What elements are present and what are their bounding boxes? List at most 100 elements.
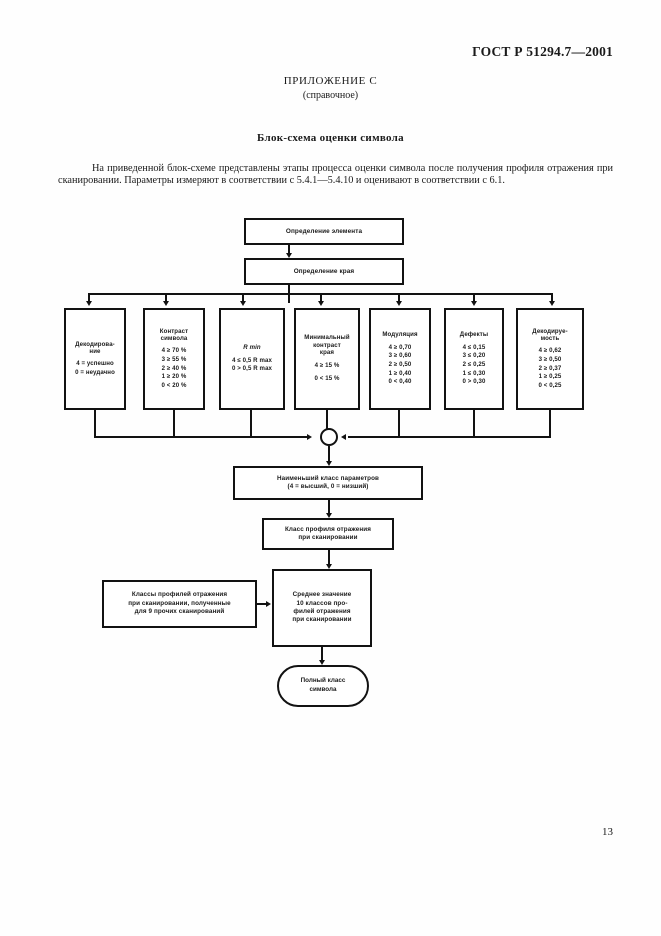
node-title-line: символа (160, 335, 188, 343)
connector-line (242, 293, 244, 303)
node-row: 3 ≥ 0,60 (388, 352, 412, 360)
connector-line (320, 293, 322, 303)
node-row: 2 ≥ 40 % (161, 364, 187, 372)
connector-arrow (285, 253, 292, 258)
node-title-line: ние (89, 347, 101, 355)
connector-line (288, 245, 290, 255)
node-defects: Дефекты 4 ≤ 0,15 3 ≤ 0,20 2 ≤ 0,25 1 ≤ 0… (444, 308, 504, 410)
node-final-symbol-class: Полный класс символа (277, 665, 369, 707)
connector-arrow (85, 301, 92, 306)
node-row: 3 ≥ 0,50 (538, 356, 562, 364)
node-row: 1 ≥ 0,25 (538, 373, 562, 381)
standard-code: ГОСТ Р 51294.7—2001 (472, 44, 613, 59)
annex-kind: (справочное) (302, 90, 359, 101)
connector-arrow (548, 301, 555, 306)
annex-label: ПРИЛОЖЕНИЕ С (283, 75, 378, 87)
node-row: 4 ≥ 0,62 (538, 347, 562, 355)
node-title-line: Декодируе- (532, 327, 568, 335)
node-title-line: Среднее значение (292, 591, 352, 599)
node-row: 2 ≤ 0,25 (462, 360, 486, 368)
node-title-line: мость (540, 335, 560, 343)
node-title-line: контраст (313, 341, 341, 349)
section-title: Блок-схема оценки символа (257, 132, 404, 144)
connector-line (88, 293, 90, 303)
node-row: 0 < 0,25 (538, 381, 562, 389)
node-row: 0 = неудачно (75, 368, 115, 376)
connector-arrow (341, 433, 346, 440)
node-label: Определение края (293, 267, 355, 275)
node-row: 0 < 0,40 (388, 378, 412, 386)
node-title-line: Дефекты (459, 331, 489, 339)
node-decoding: Декодирова- ние 4 = успешно 0 = неудачно (64, 308, 126, 410)
connector-line (398, 410, 400, 438)
connector-arrow (317, 301, 324, 306)
node-title-line: 10 классов про- (296, 599, 348, 607)
connector-line (257, 603, 267, 605)
node-title-line: Полный класс (300, 677, 346, 685)
connector-line (549, 410, 551, 438)
connector-arrow (239, 301, 246, 306)
node-title-line: (4 = высший, 0 = низший) (287, 483, 369, 490)
node-title-line: края (319, 349, 335, 357)
node-title-line: Модуляция (382, 331, 418, 339)
node-row: 3 ≤ 0,20 (462, 352, 486, 360)
node-title-line: для 9 прочих сканирований (134, 608, 225, 616)
connector-arrow (318, 660, 325, 665)
collector-bus-left (94, 436, 308, 438)
connector-arrow (162, 301, 169, 306)
node-title-line: Наименьший класс параметров (276, 474, 380, 482)
node-row: 0 > 0,30 (462, 378, 486, 386)
node-min-edge-contrast: Минимальный контраст края 4 ≥ 15 % 0 < 1… (294, 308, 360, 410)
node-title-line: при сканировании, полученные (128, 599, 231, 607)
connector-arrow (470, 301, 477, 306)
node-row: 4 ≥ 0,70 (388, 343, 412, 351)
connector-arrow (325, 513, 332, 518)
connector-line (328, 550, 330, 567)
node-title-line: при сканировании (298, 534, 358, 541)
page-number: 13 (602, 826, 613, 838)
node-title-line: Декодирова- (75, 340, 115, 348)
node-row: 4 = успешно (76, 360, 114, 368)
node-title-line: Контраст (159, 327, 189, 335)
node-row: 1 ≥ 0,40 (388, 369, 412, 377)
node-title-line: Класс профиля отражения (284, 525, 372, 533)
node-title-line: Классы профилей отражения (131, 591, 228, 599)
node-element-determination: Определение элемента (244, 218, 404, 245)
connector-arrow (266, 600, 271, 607)
node-row: 4 ≤ 0,5 R max (232, 356, 272, 364)
node-title-line: Минимальный (304, 334, 350, 342)
connector-arrow (325, 461, 332, 466)
node-row: 0 < 20 % (161, 381, 187, 389)
node-row: 2 ≥ 0,37 (538, 364, 562, 372)
node-symbol-contrast: Контраст символа 4 ≥ 70 % 3 ≥ 55 % 2 ≥ 4… (143, 308, 205, 410)
node-title-line: при сканировании (292, 616, 352, 624)
connector-line (398, 293, 400, 303)
intro-paragraph: На приведенной блок-схеме представлены э… (58, 163, 613, 186)
node-label: Определение элемента (285, 227, 363, 235)
node-row: 3 ≥ 55 % (161, 356, 187, 364)
connector-line (473, 293, 475, 303)
connector-line (551, 293, 553, 303)
merge-junction (320, 428, 338, 446)
node-row: 0 > 0,5 R max (231, 365, 273, 373)
connector-line (321, 647, 323, 663)
connector-arrow (325, 564, 332, 569)
node-row: 4 ≥ 15 % (314, 361, 340, 369)
node-row: 2 ≥ 0,50 (388, 360, 412, 368)
connector-line (250, 410, 252, 438)
node-row: 1 ≤ 0,30 (462, 369, 486, 377)
connector-arrow (395, 301, 402, 306)
node-row: 0 < 15 % (314, 375, 340, 383)
node-row: 4 ≤ 0,15 (462, 343, 486, 351)
connector-arrow (307, 433, 312, 440)
node-lowest-parameter-class: Наименьший класс параметров (4 = высший,… (233, 466, 423, 500)
node-other-scan-profiles: Классы профилей отражения при сканирован… (102, 580, 257, 628)
connector-line (473, 410, 475, 438)
node-rmin: R min 4 ≤ 0,5 R max 0 > 0,5 R max (219, 308, 285, 410)
connector-line (328, 500, 330, 516)
node-row: 1 ≥ 20 % (161, 373, 187, 381)
node-scan-profile-class: Класс профиля отражения при сканировании (262, 518, 394, 550)
connector-line (94, 410, 96, 438)
